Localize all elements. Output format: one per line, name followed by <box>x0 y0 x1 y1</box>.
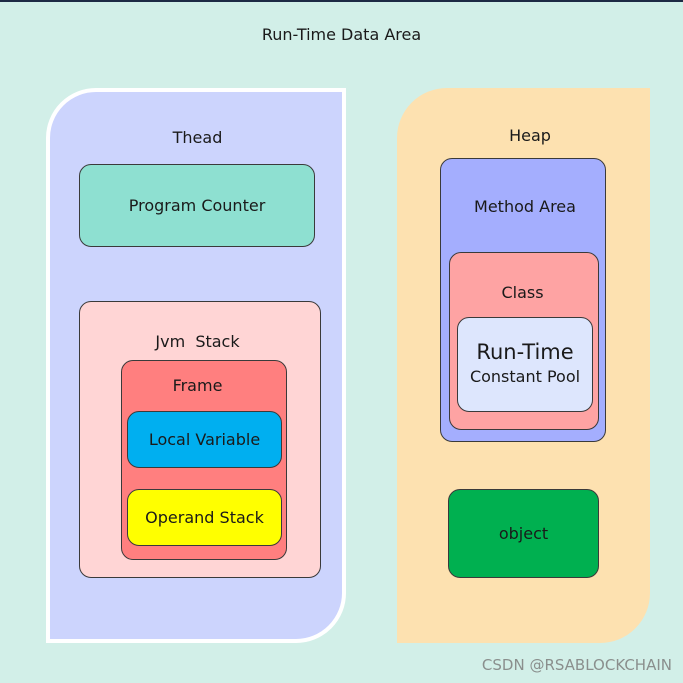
object-label: object <box>498 524 549 543</box>
thread-label: Thead <box>172 128 223 147</box>
runtime-constant-pool-subtitle: Constant Pool <box>469 366 581 386</box>
diagram-title: Run-Time Data Area <box>261 25 422 44</box>
local-variable-box: Local Variable <box>127 411 282 468</box>
watermark: CSDN @RSABLOCKCHAIN <box>481 656 672 674</box>
operand-stack-box: Operand Stack <box>127 489 282 546</box>
jvm-stack-label: Jvm Stack <box>155 332 240 351</box>
heap-label: Heap <box>509 126 551 145</box>
program-counter-box: Program Counter <box>79 164 315 247</box>
program-counter-label: Program Counter <box>128 196 266 215</box>
runtime-constant-pool-box: Run-Time Constant Pool <box>457 317 593 412</box>
class-label: Class <box>501 283 544 302</box>
method-area-label: Method Area <box>474 197 576 216</box>
object-box: object <box>448 489 599 578</box>
local-variable-label: Local Variable <box>148 430 261 449</box>
runtime-constant-pool-title: Run-Time <box>476 339 574 364</box>
top-border-line <box>0 0 683 2</box>
frame-label: Frame <box>172 376 223 395</box>
operand-stack-label: Operand Stack <box>145 508 264 527</box>
